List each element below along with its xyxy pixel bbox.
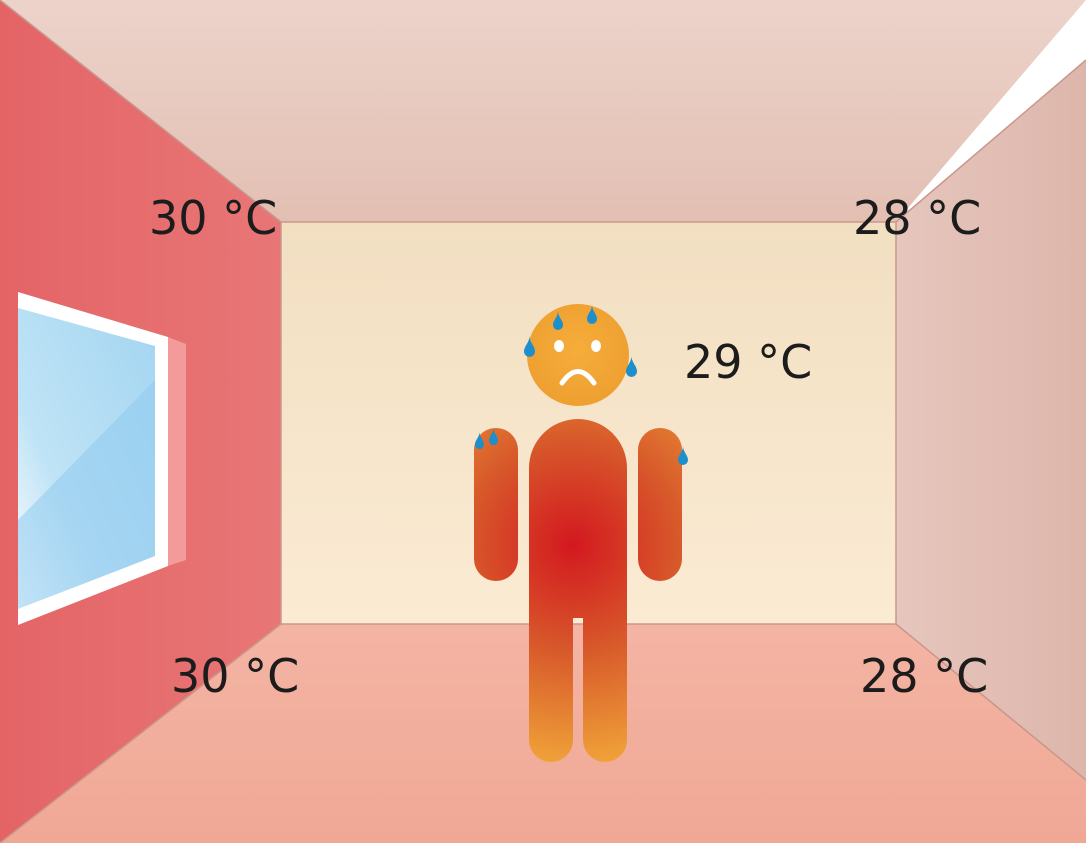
person-left-arm [474,428,518,581]
right-wall [896,60,1086,780]
right-wall-top-temperature: 28 °C [853,191,981,245]
sad-face-icon [527,304,629,406]
overheated-person-icon [474,304,688,762]
left-wall-bottom-temperature: 30 °C [171,649,299,703]
person-body [529,419,627,762]
right-wall-bottom-temperature: 28 °C [860,649,988,703]
ceiling [0,0,1086,222]
window-icon [18,292,186,625]
person-right-arm [638,428,682,581]
air-temperature: 29 °C [684,335,812,389]
person-head [527,304,629,406]
left-wall-top-temperature: 30 °C [149,191,277,245]
